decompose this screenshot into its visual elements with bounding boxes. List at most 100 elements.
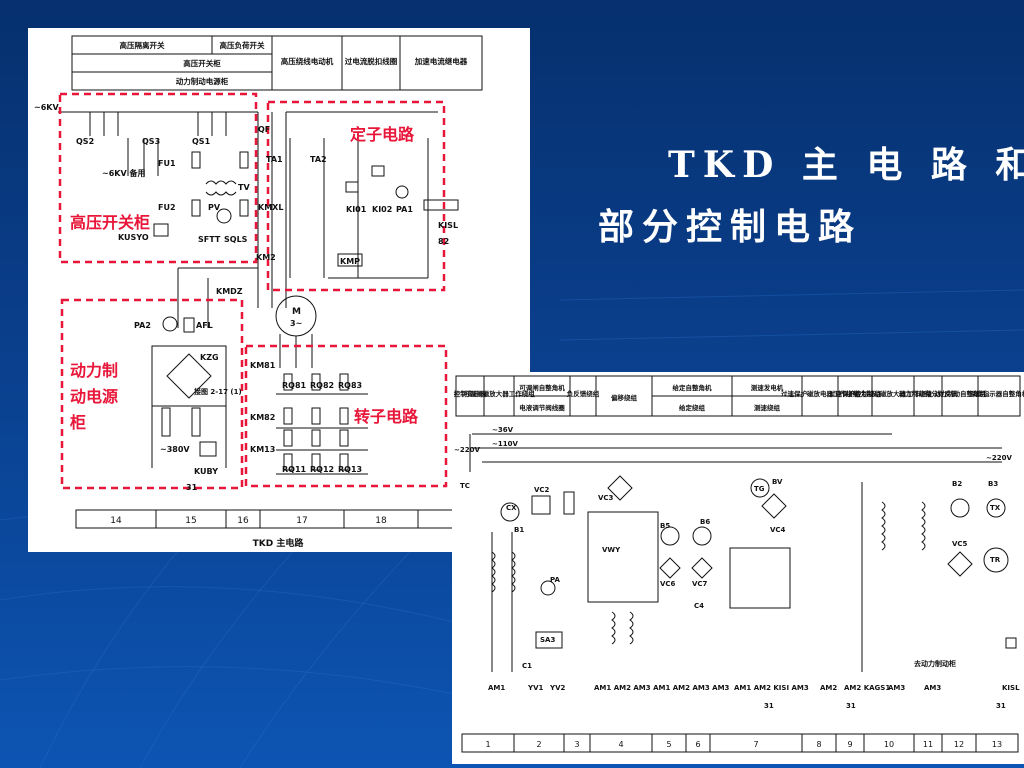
label-rq13: RQ13 [338,465,362,474]
stator-region [266,100,446,292]
header-hv-load-switch: 高压负荷开关 [220,40,265,50]
label-kusyo: KUSYO [118,233,149,242]
label-v220-right: ~220V [986,454,1012,462]
ctrl-bottom-cell: 8 [816,740,821,749]
main-bottom-cell: 15 [185,516,196,526]
label-qs2: QS2 [76,137,94,146]
label-c4: C4 [694,602,704,610]
label-n31: 31 [186,483,198,492]
motor-label: M [292,307,301,317]
signal-label: KISL [1002,684,1020,692]
slide-title-line2: 部分控制电路 [598,206,863,248]
ctrl-bottom-cell: 1 [485,740,490,749]
signal-label: AM3 [888,684,905,692]
label-c1: C1 [522,662,532,670]
label-tg: TG [754,485,765,493]
label-v380: ~380V [160,445,190,454]
brake-cabinet-note: 去动力制动柜 [914,659,956,668]
ctrl-bottom-cell: 9 [847,740,852,749]
signal-label: AM2 [820,684,837,692]
label-rq81: RQ81 [282,381,307,390]
label-tr: TR [990,556,1001,564]
label-vc3: VC3 [598,494,614,502]
ctrl-header-cell: 负反馈绕组 [567,389,600,398]
slide-title-line1: TKD 主 电 路 和 [668,144,1024,186]
ctrl-bottom-cell: 7 [753,740,758,749]
ctrl-header-cell: 深度指示器自整角机 [970,389,1024,398]
main-bottom-cell: 18 [375,516,387,526]
signal-label: AM1 AM2 AM3 AM1 AM2 AM3 AM3 [594,684,730,692]
label-km13: KM13 [250,445,275,454]
ref-31: 31 [846,702,856,710]
label-v110: ~110V [492,440,518,448]
signal-label: YV2 [549,684,565,692]
rotor-circuit-label: 转子电路 [354,407,419,426]
label-kmp: KMP [340,257,360,266]
label-pv: PV [208,203,221,212]
ctrl-header-cell: 可调闸磁放大器工作绕组 [463,389,535,398]
ctrl-header-cell: 可调闸自整角机 [519,383,565,392]
ctrl-bottom-cell: 3 [574,740,579,749]
signal-label: AM3 [924,684,941,692]
label-qf: QF [258,125,270,134]
ctrl-header-cell: 给定自整角机 [673,383,713,392]
label-sa3: SA3 [540,636,555,644]
header-power-brake-cabinet: 动力制动电源柜 [176,76,229,86]
label-fu1: FU1 [158,159,176,168]
label-km82: KM82 [250,413,275,422]
label-b5: B5 [660,522,670,530]
label-vc5: VC5 [952,540,968,548]
control-circuit-figure: 控制变压器 可调闸磁放大器工作绕组 可调闸自整角机 负反馈绕组 偏移绕组 给定自… [452,372,1024,764]
ref-31: 31 [996,702,1006,710]
label-qs1: QS1 [192,137,211,146]
label-km2: KM2 [256,253,276,262]
label-v6kv: ~6KV [34,103,59,112]
label-fu2: FU2 [158,203,176,212]
ref-31: 31 [764,702,774,710]
stator-circuit-label: 定子电路 [349,125,415,144]
label-km81: KM81 [250,361,276,370]
label-cx: CX [506,504,517,512]
ctrl-header-cell: 测速发电机 [751,383,784,392]
label-b2: B2 [952,480,962,488]
label-kl01: KI01 [346,205,367,214]
header-overcurrent-release-coil: 过电流脱扣线圈 [345,56,398,66]
label-afl: AFL [196,321,213,330]
ctrl-header-sub-cell: 测速绕组 [754,403,781,412]
label-kisl: KISL [438,221,458,230]
main-bottom-cell: 14 [110,516,122,526]
main-circuit-caption: TKD 主电路 [253,537,305,549]
ctrl-bottom-cell: 2 [536,740,541,749]
ctrl-header-cell: 控制变压器 [454,389,487,398]
brake-supply-label-line1: 动力制 [70,361,118,380]
label-ta1: TA1 [266,155,283,164]
label-v36: ~36V [492,426,514,434]
ctrl-header-cell: 动力制动磁放大器工作绕组 [854,389,933,398]
label-vc4: VC4 [770,526,786,534]
ctrl-bottom-cell: 5 [666,740,671,749]
ctrl-bottom-cell: 12 [954,740,964,749]
label-bv: BV [772,478,783,486]
main-circuit-diagram: 高压隔离开关 高压负荷开关 高压开关柜 动力制动电源柜 高压绕线电动机 过电流脱… [34,35,483,549]
label-b1: B1 [514,526,524,534]
label-rq12: RQ12 [310,465,334,474]
ctrl-header-cell: 动力制动微分负反馈 [899,389,958,398]
brake-cabinet-region [60,298,244,490]
header-hv-isolation-switch: 高压隔离开关 [120,40,165,50]
label-n82: 82 [438,237,449,246]
header-hv-wound-motor: 高压绕线电动机 [281,56,334,66]
main-bottom-cell: 16 [237,516,249,526]
signal-label: AM1 AM2 KISI AM3 [734,684,809,692]
label-spare: ~6KV 备用 [102,168,145,178]
label-tx: TX [990,504,1001,512]
hv-switch-cabinet-label: 高压开关柜 [70,213,150,232]
ctrl-bottom-cell: 11 [923,740,933,749]
brake-supply-label-line2: 动电源 [70,387,118,406]
label-v220-left: ~220V [454,446,480,454]
signal-label: AM1 [488,684,505,692]
ctrl-header-cell: 过速保护磁放电器工作绕组 [781,389,860,398]
ctrl-bottom-cell: 10 [884,740,894,749]
label-tv: TV [238,183,250,192]
label-rq83: RQ83 [338,381,362,390]
label-b6: B6 [700,518,710,526]
